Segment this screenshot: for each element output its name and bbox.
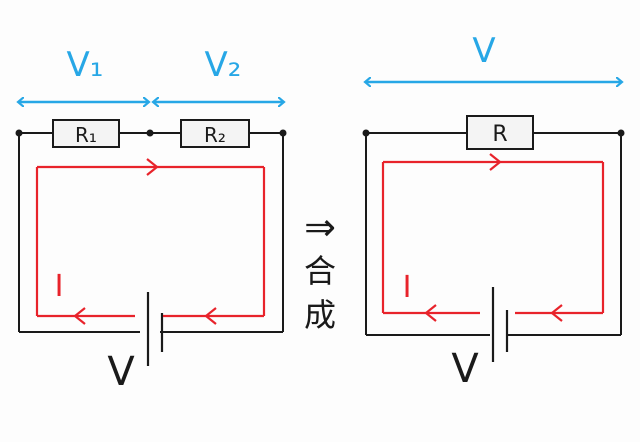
left-wires [18, 132, 284, 333]
resistor-r2-label: R₂ [204, 123, 226, 147]
transition: ⇒ 合 成 [304, 205, 336, 334]
right-junction-dot [617, 129, 625, 137]
current-direction-arrow [204, 307, 217, 325]
transition-text-2: 成 [304, 296, 336, 334]
voltage-label-v2: V₂ [205, 45, 242, 85]
current-direction-arrow [489, 153, 502, 171]
resistor-r: R [466, 115, 534, 150]
right-junction-dot [362, 129, 370, 137]
current-direction-arrow [424, 304, 437, 322]
resistor-r2: R₂ [180, 119, 250, 148]
right-battery-label: V [451, 346, 479, 392]
voltage-label-v1: V₁ [67, 45, 104, 85]
left-junction-dot [279, 129, 287, 137]
left-circuit: V₁ V₂ R₁ R₂ V [15, 45, 287, 395]
resistor-r1-label: R₁ [75, 123, 97, 147]
left-battery-label: V [107, 349, 135, 395]
resistor-r1: R₁ [52, 119, 120, 148]
transition-text-1: 合 [304, 252, 336, 290]
left-battery [146, 292, 164, 366]
right-circuit: V R V I [362, 31, 625, 392]
current-direction-arrow [73, 307, 86, 325]
right-wires [365, 132, 622, 336]
implies-arrow: ⇒ [304, 205, 336, 249]
left-junction-dot [146, 129, 154, 137]
left-junction-dot [15, 129, 23, 137]
right-battery [491, 287, 509, 362]
resistor-r-label: R [492, 122, 507, 147]
left-current-loop [35, 158, 266, 325]
left-current-label: I [55, 269, 64, 304]
left-voltage-arrows: V₁ V₂ [19, 45, 283, 102]
right-current-label: I [403, 270, 412, 305]
current-direction-arrow [146, 158, 159, 176]
current-direction-arrow [550, 304, 563, 322]
right-current-loop [381, 153, 605, 322]
voltage-label-v: V [472, 31, 495, 71]
